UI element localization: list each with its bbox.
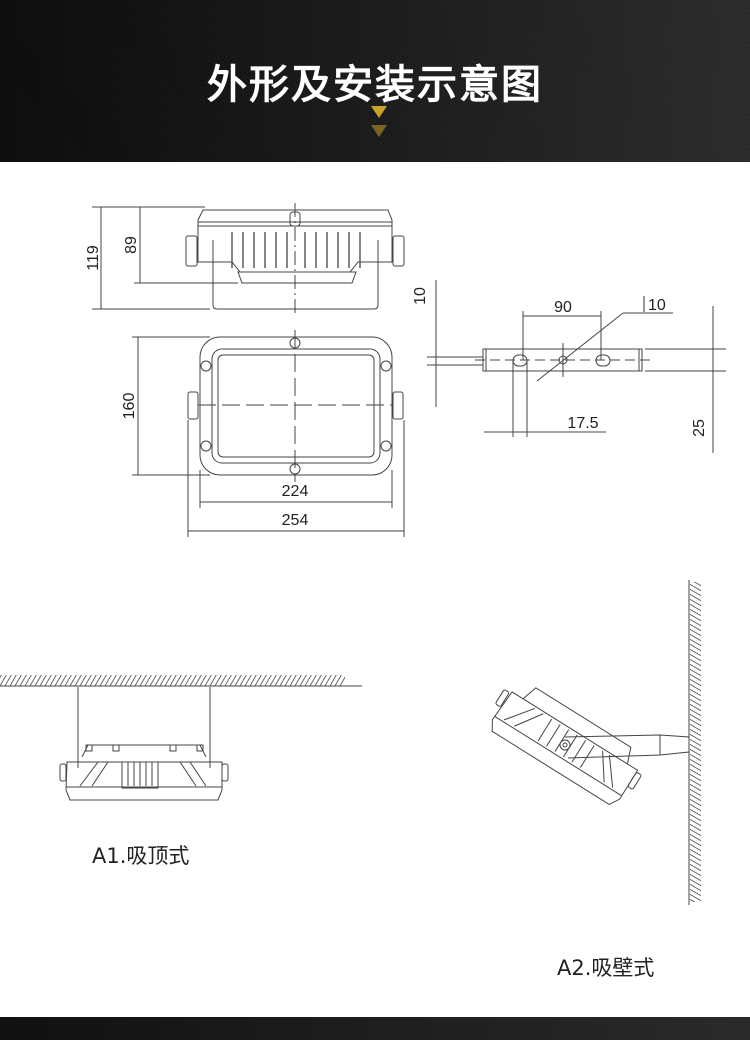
dim-160: 160 [121,393,138,420]
dim-89: 89 [123,236,140,254]
down-arrow-icon [371,125,387,137]
installation-label-wall: A2.吸壁式 [557,956,655,980]
wall-mount-illustration [491,580,701,905]
bracket-view [427,280,726,453]
dim-slot-10: 10 [648,297,666,314]
side-view [92,203,405,316]
dim-25: 25 [691,419,708,437]
dim-254: 254 [282,512,309,529]
installation-label-ceiling: A1.吸顶式 [92,844,190,868]
ceiling-mount-illustration [0,675,362,801]
dim-bracket-thickness: 10 [412,287,429,305]
footer-band [0,1017,750,1040]
dim-119: 119 [85,245,102,271]
dim-17-5: 17.5 [567,415,598,432]
dim-224: 224 [282,483,309,500]
front-view [132,330,405,537]
header-banner [0,0,750,162]
dim-90: 90 [554,299,572,316]
down-arrow-icon [371,106,387,118]
page-title: 外形及安装示意图 [207,62,543,108]
